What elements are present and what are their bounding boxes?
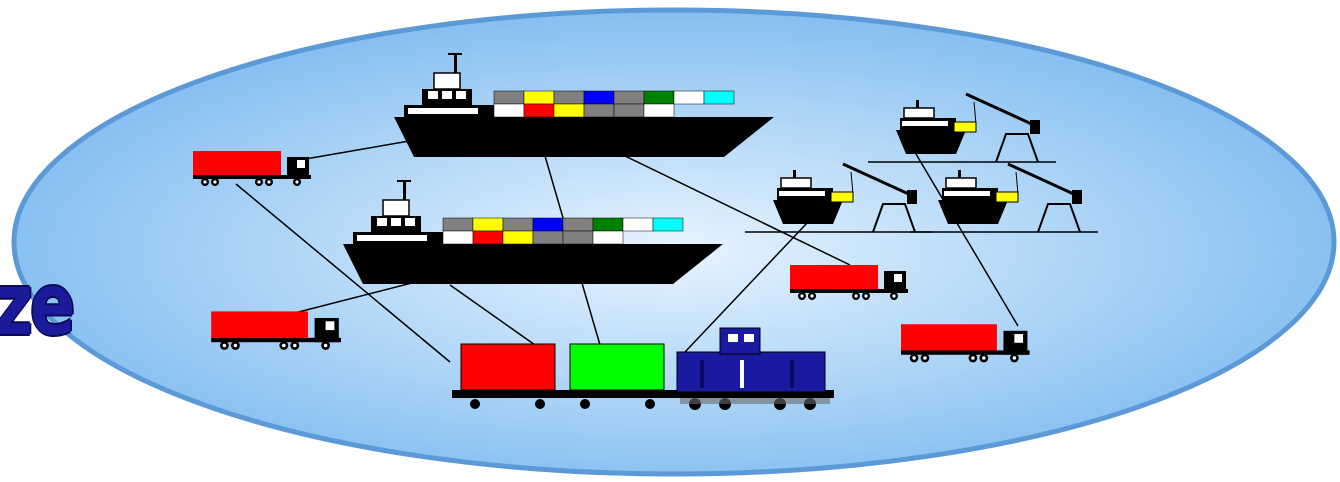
partial-title-text: ze [0, 262, 72, 348]
network-ellipse [14, 10, 1334, 474]
